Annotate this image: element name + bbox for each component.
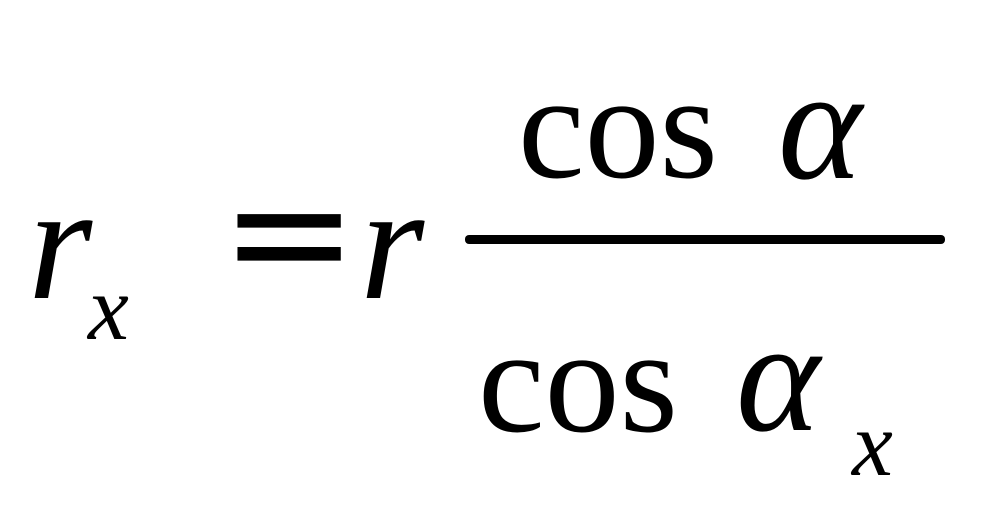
denominator-cos: cos xyxy=(478,298,678,464)
lhs-symbol-r: r xyxy=(28,151,93,334)
fraction-bar xyxy=(465,235,945,244)
lhs-subscript-x: x xyxy=(88,257,129,359)
rhs-factor-r: r xyxy=(360,151,425,334)
numerator-cos: cos xyxy=(518,44,718,210)
equals-sign: = xyxy=(220,136,359,328)
denominator-alpha: α xyxy=(736,287,820,465)
denominator-subscript-x: x xyxy=(852,393,893,495)
numerator-alpha: α xyxy=(778,35,862,213)
